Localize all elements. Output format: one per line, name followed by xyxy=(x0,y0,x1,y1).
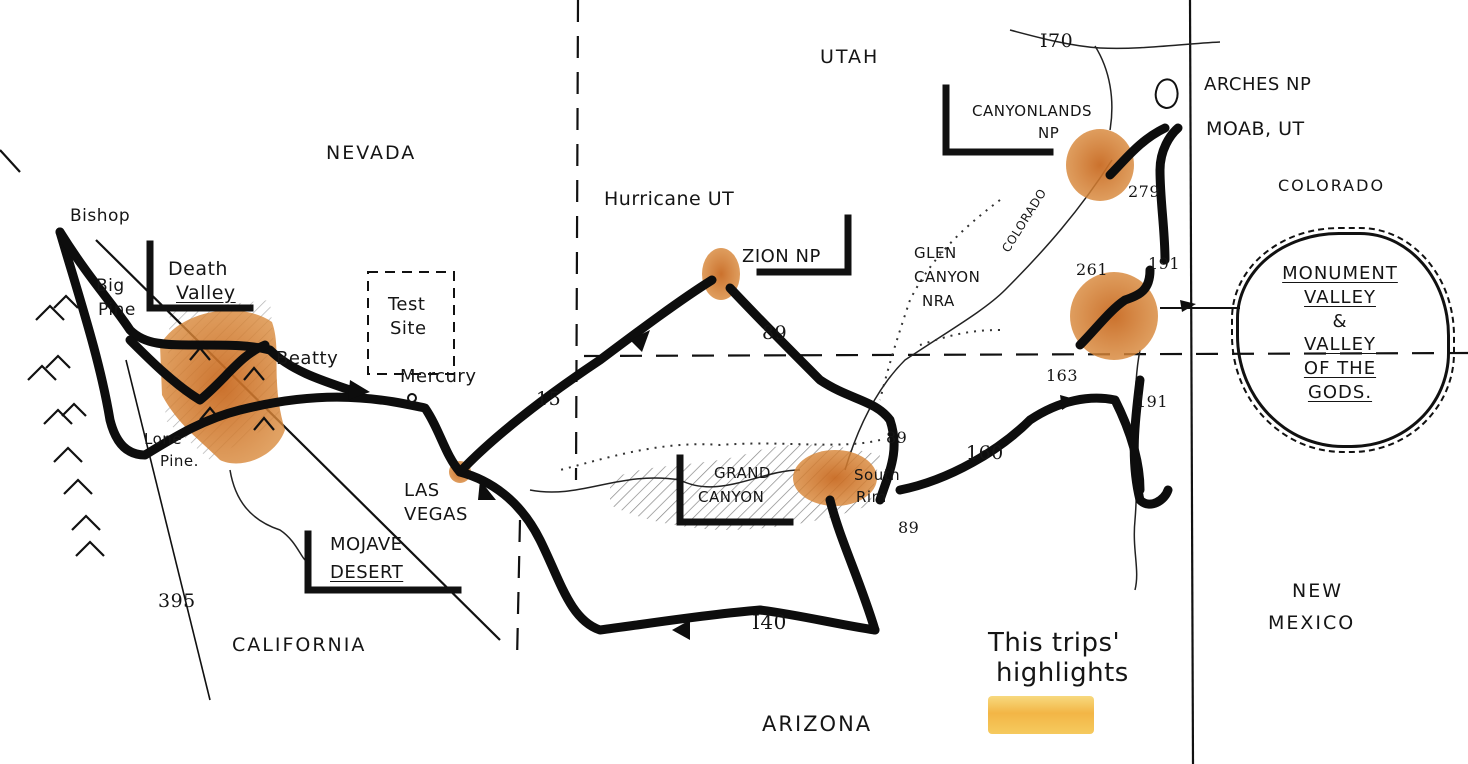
place-label-grand-canyon-2: CANYON xyxy=(698,488,765,506)
route-label-395: 395 xyxy=(158,590,196,612)
state-label-arizona: ARIZONA xyxy=(762,712,873,736)
zion-bracket xyxy=(756,214,852,276)
canyonlands-highlight xyxy=(1066,129,1134,201)
route-label-89-north: 89 xyxy=(762,322,788,344)
arrow-1 xyxy=(348,380,370,400)
nv-az-border xyxy=(515,519,522,661)
place-label-test-site-2: Site xyxy=(390,318,427,339)
callout-line3: & xyxy=(1332,310,1348,332)
arches-outline xyxy=(1154,78,1179,110)
callout-line5: OF THE xyxy=(1303,358,1377,379)
place-label-las-vegas-1: LAS xyxy=(404,480,440,501)
i70-line xyxy=(1009,29,1221,50)
route-bishop-deathvalley xyxy=(55,227,355,395)
monument-valley-callout xyxy=(1231,227,1455,453)
monument-valley-callout-text: MONUMENT VALLEY & VALLEY OF THE GODS. xyxy=(1250,262,1430,405)
route-canyonlands xyxy=(1105,123,1170,180)
place-label-big-pine-2: Pine xyxy=(98,300,136,320)
place-label-big-pine-1: Big xyxy=(96,276,125,296)
arrow-4 xyxy=(1060,395,1078,410)
route-label-i70: I70 xyxy=(1040,30,1074,52)
callout-line6: GODS. xyxy=(1307,381,1373,403)
state-label-nevada: NEVADA xyxy=(326,142,417,164)
callout-line4: VALLEY xyxy=(1304,334,1376,356)
place-label-death-valley-1: Death xyxy=(168,258,228,280)
route-label-191-south: 191 xyxy=(1136,392,1169,411)
route-label-261: 261 xyxy=(1076,260,1109,279)
place-label-grand-canyon-1: GRAND xyxy=(714,464,771,482)
death-valley-bracket xyxy=(146,240,254,312)
place-label-beatty: Beatty xyxy=(276,348,339,369)
route-label-191-mv: 191 xyxy=(1148,254,1181,273)
park-brackets xyxy=(146,84,1054,594)
test-site-box xyxy=(367,271,455,375)
place-label-test-site-1: Test xyxy=(388,294,426,315)
green-river xyxy=(1094,45,1113,131)
nv-ut-border xyxy=(574,0,580,481)
route-arrows xyxy=(348,300,1196,640)
arrow-3 xyxy=(672,620,690,640)
grand-canyon-highlight xyxy=(793,450,877,506)
route-lv-zion xyxy=(455,275,717,477)
place-label-death-valley-2: Valley xyxy=(176,282,236,304)
callout-line2: VALLEY xyxy=(1304,286,1376,308)
route-label-15: 15 xyxy=(536,388,562,410)
glen-canyon-dotted xyxy=(559,199,1001,471)
grand-canyon-bracket xyxy=(676,454,794,526)
mercury-dot xyxy=(407,393,417,403)
place-label-lone-pine-2: Pine. xyxy=(160,452,199,470)
route-160 xyxy=(895,393,1145,495)
place-label-glen-canyon-2: CANYON xyxy=(914,268,981,286)
ca-nv-border-north xyxy=(0,149,21,173)
place-label-glen-canyon-1: GLEN xyxy=(914,244,957,262)
route-191-south xyxy=(1129,375,1173,509)
arrow-5 xyxy=(478,480,496,500)
place-label-mojave-1: MOJAVE xyxy=(330,534,403,555)
place-label-mercury: Mercury xyxy=(400,366,477,387)
canyonlands-bracket xyxy=(942,84,1054,156)
place-label-moab: MOAB, UT xyxy=(1206,118,1305,140)
arrow-6 xyxy=(1180,300,1196,312)
route-label-163: 163 xyxy=(1046,366,1079,385)
place-label-south-rim-1: South xyxy=(854,466,901,484)
place-label-arches: ARCHES NP xyxy=(1204,74,1312,95)
route-death-valley-inner xyxy=(125,335,270,405)
legend-highlight-swatch xyxy=(988,696,1094,734)
route-label-89-gc: 89 xyxy=(886,428,908,447)
place-label-bishop: Bishop xyxy=(70,206,131,226)
route-label-89-south: 89 xyxy=(898,518,920,537)
place-label-hurricane: Hurricane UT xyxy=(604,188,735,210)
route-163-mv xyxy=(1075,265,1155,350)
route-label-160: 160 xyxy=(966,442,1004,464)
state-label-utah: UTAH xyxy=(820,46,880,68)
place-label-south-rim-2: Rim xyxy=(856,488,887,506)
river-west xyxy=(229,469,306,561)
arrow-2 xyxy=(630,330,650,352)
place-label-zion: ZION NP xyxy=(742,246,821,267)
legend-title-line1: This trips' xyxy=(988,628,1121,658)
place-label-canyonlands-2: NP xyxy=(1038,124,1060,142)
state-label-california: CALIFORNIA xyxy=(232,634,367,656)
place-label-mojave-2: DESERT xyxy=(330,562,404,583)
place-label-canyonlands-1: CANYONLANDS xyxy=(972,102,1093,120)
route-zion-89 xyxy=(725,283,899,505)
place-label-las-vegas-2: VEGAS xyxy=(404,504,468,525)
ut-co-border xyxy=(1188,0,1195,764)
route-label-279: 279 xyxy=(1128,182,1161,201)
mojave-bracket xyxy=(304,530,462,594)
legend-title-line2: highlights xyxy=(996,658,1129,688)
callout-line1: MONUMENT xyxy=(1282,263,1398,284)
route-gc-south xyxy=(825,495,880,635)
route-california-loop xyxy=(55,227,880,635)
place-label-lone-pine-1: Lone xyxy=(144,430,183,448)
state-label-new-mexico-1: NEW xyxy=(1292,580,1344,602)
state-label-new-mexico-2: MEXICO xyxy=(1268,612,1356,634)
place-label-glen-canyon-3: NRA xyxy=(922,292,955,310)
state-label-colorado: COLORADO xyxy=(1278,176,1386,195)
route-label-i40: I40 xyxy=(752,610,787,634)
route-191-moab xyxy=(1155,123,1183,265)
us395-line xyxy=(125,359,211,701)
